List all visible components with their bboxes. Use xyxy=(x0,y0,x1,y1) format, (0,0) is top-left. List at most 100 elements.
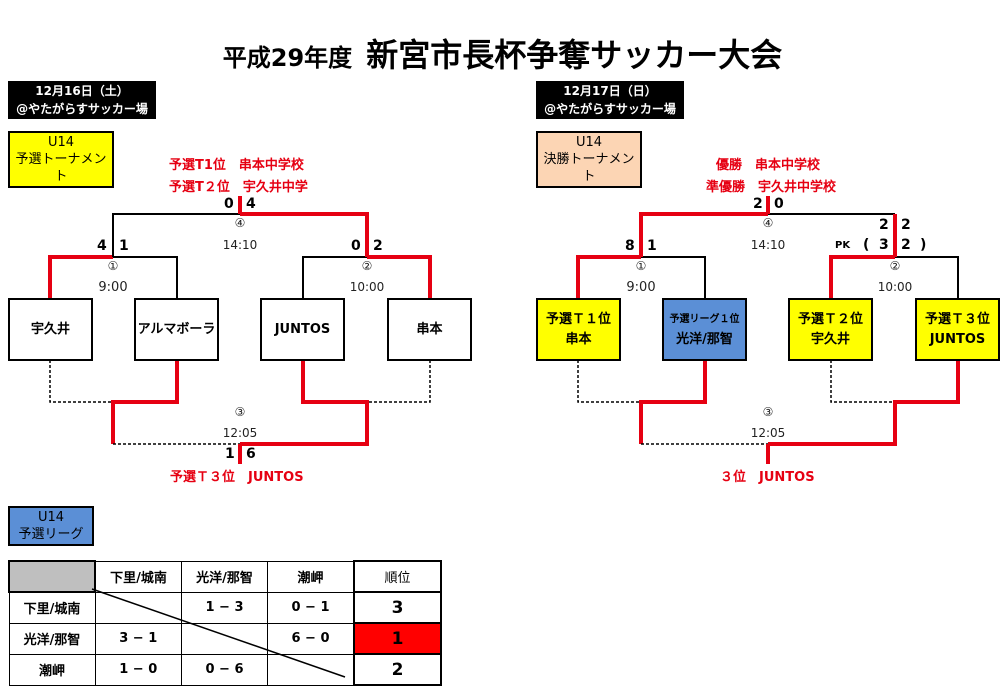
team-name: 串本 xyxy=(565,331,592,347)
d2-third-left-dashed xyxy=(577,360,641,403)
d2-semi1-left-line xyxy=(576,255,641,298)
league-row: 下里/城南 1 − 3 0 − 1 3 xyxy=(8,591,442,624)
d2-pk-score-right: 2 xyxy=(901,237,911,253)
d1-semi2-right-line xyxy=(367,255,432,298)
d2-semi1-time: 9:00 xyxy=(626,280,656,295)
league-row-team: 光洋/那智 xyxy=(8,622,96,655)
day1-venue: @やたがらすサッカー場 xyxy=(16,102,148,116)
d2-semi2-time: 10:00 xyxy=(877,280,913,294)
league-result: 1 − 3 xyxy=(181,591,268,624)
d1-third-score-right: 6 xyxy=(246,446,256,462)
league-result: 0 − 6 xyxy=(181,653,268,686)
d1-semi1-match-no: ① xyxy=(107,259,119,273)
d2-team-box: 予選Ｔ３位 JUNTOS xyxy=(915,298,1000,361)
d2-third-left-red xyxy=(639,360,707,444)
d2-semi2-right-line xyxy=(895,256,959,298)
league-diagonal-cell xyxy=(181,622,268,655)
team-seed: 予選リーグ１位 xyxy=(669,313,740,325)
d2-semi2-left-line xyxy=(829,255,895,298)
league-category-age: U14 xyxy=(37,510,65,525)
d1-semi2-left-line xyxy=(302,256,367,298)
league-result: 6 − 0 xyxy=(267,622,355,655)
league-diagonal-cell xyxy=(267,653,355,686)
day1-category-box: U14 予選トーナメント xyxy=(8,131,114,188)
team-name: JUNTOS xyxy=(274,321,331,337)
d2-third-time: 12:05 xyxy=(750,426,786,440)
d1-semi1-score-left: 4 xyxy=(97,238,107,254)
team-name: アルマボーラ xyxy=(137,321,216,337)
league-table: 下里/城南 光洋/那智 潮岬 順位 下里/城南 1 − 3 0 − 1 3 光洋… xyxy=(8,560,442,686)
d1-team-box: アルマボーラ xyxy=(134,298,219,361)
d2-team-box: 予選Ｔ１位 串本 xyxy=(536,298,621,361)
d2-pk-close: ) xyxy=(920,237,927,253)
team-seed: 予選Ｔ２位 xyxy=(797,311,863,327)
day2-result-1: 優勝 串本中学校 xyxy=(716,158,821,173)
d1-semi1-left-line xyxy=(48,255,113,298)
league-col-header: 潮岬 xyxy=(267,560,355,593)
d1-final-left-line xyxy=(112,213,240,257)
d1-team-box: 串本 xyxy=(387,298,472,361)
title-year: 平成29年度 xyxy=(222,44,353,72)
team-name: JUNTOS xyxy=(929,331,986,347)
d2-semi1-match-no: ① xyxy=(635,259,647,273)
day1-result-2: 予選T２位 宇久井中学 xyxy=(169,180,308,195)
day1-category-label: 予選トーナメント xyxy=(15,152,107,184)
d1-third-result: 予選Ｔ３位 JUNTOS xyxy=(170,470,304,485)
d1-final-match-no: ④ xyxy=(234,216,246,230)
day2-date: 12月17日（日） xyxy=(563,84,657,98)
d1-semi1-score-right: 1 xyxy=(119,238,129,254)
d1-semi1-right-line xyxy=(113,256,178,298)
d2-semi2-score-right: 2 xyxy=(901,217,911,233)
d1-semi2-score-right: 2 xyxy=(373,238,383,254)
d1-final-score-left: 0 xyxy=(224,196,234,212)
league-diagonal-cell xyxy=(94,591,182,624)
day2-category-label: 決勝トーナメント xyxy=(543,152,635,184)
day1-date: 12月16日（土） xyxy=(35,84,129,98)
d1-semi2-time: 10:00 xyxy=(349,280,385,294)
d2-team-box: 予選リーグ１位 光洋/那智 xyxy=(662,298,747,361)
d2-semi1-score-right: 1 xyxy=(647,238,657,254)
d2-third-right-red xyxy=(768,360,960,446)
day1-result-1: 予選T1位 串本中学校 xyxy=(169,158,304,173)
d1-third-left-red xyxy=(111,360,179,444)
d1-third-time: 12:05 xyxy=(222,426,258,440)
d2-final-left-line xyxy=(639,212,768,257)
league-rank: 3 xyxy=(353,591,442,624)
team-name: 光洋/那智 xyxy=(676,331,733,347)
league-col-header: 光洋/那智 xyxy=(181,560,268,593)
d2-final-time: 14:10 xyxy=(750,238,786,252)
league-row: 光洋/那智 3 − 1 6 − 0 1 xyxy=(8,622,442,655)
league-rank: 2 xyxy=(353,653,442,686)
league-result: 1 − 0 xyxy=(94,653,182,686)
page-title: 平成29年度新宮市長杯争奪サッカー大会 xyxy=(0,30,1005,76)
d2-final-match-no: ④ xyxy=(762,216,774,230)
day2-category-box: U14 決勝トーナメント xyxy=(536,131,642,188)
day2-date-box: 12月17日（日） @やたがらすサッカー場 xyxy=(536,81,684,119)
d1-third-left-dashed xyxy=(49,360,113,403)
d1-team-box: 宇久井 xyxy=(8,298,93,361)
d2-pk-open: ( xyxy=(863,237,870,253)
day2-result-2: 準優勝 宇久井中学校 xyxy=(706,180,837,195)
team-seed: 予選Ｔ３位 xyxy=(924,311,990,327)
d2-third-match-no: ③ xyxy=(762,405,774,419)
league-rank-highlight: 1 xyxy=(353,622,442,655)
d1-semi2-score-left: 0 xyxy=(351,238,361,254)
team-name: 宇久井 xyxy=(810,331,850,347)
day2-category-age: U14 xyxy=(575,135,603,150)
league-row-team: 潮岬 xyxy=(8,653,96,686)
d2-semi1-score-left: 8 xyxy=(625,238,635,254)
day2-venue: @やたがらすサッカー場 xyxy=(544,102,676,116)
d1-semi2-match-no: ② xyxy=(361,259,373,273)
league-col-header: 下里/城南 xyxy=(94,560,182,593)
title-name: 新宮市長杯争奪サッカー大会 xyxy=(366,36,783,74)
league-category-label: 予選リーグ xyxy=(18,527,84,542)
d2-third-result: ３位 JUNTOS xyxy=(720,470,815,485)
day1-date-box: 12月16日（土） @やたがらすサッカー場 xyxy=(8,81,156,119)
d1-final-time: 14:10 xyxy=(222,238,258,252)
d1-team-box: JUNTOS xyxy=(260,298,345,361)
league-corner-cell xyxy=(8,560,96,593)
team-name: 串本 xyxy=(416,321,443,337)
d2-semi2-score-left: 2 xyxy=(879,217,889,233)
league-row-team: 下里/城南 xyxy=(8,591,96,624)
